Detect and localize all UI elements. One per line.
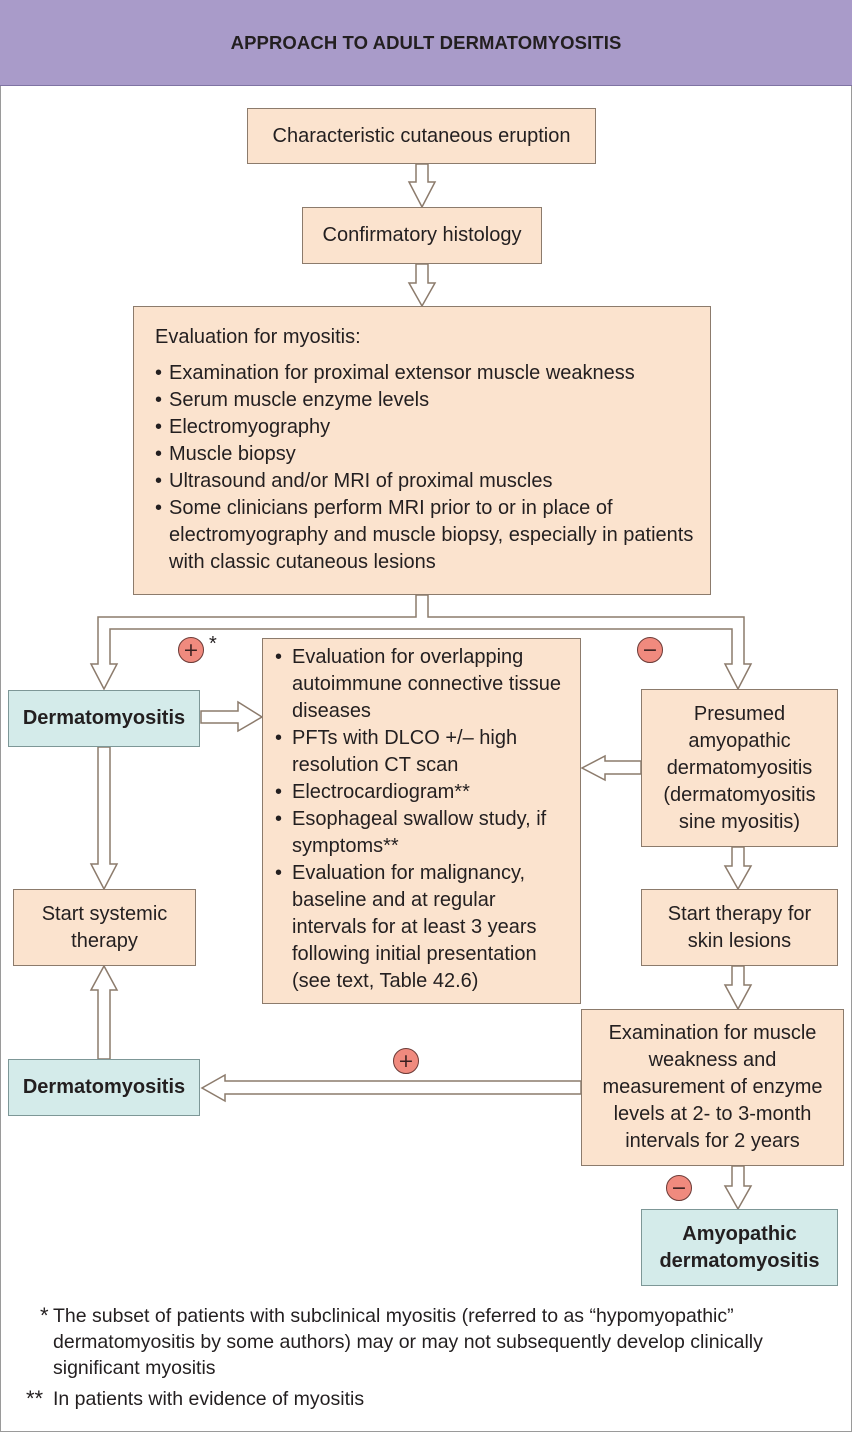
- footnote-1-text: The subset of patients with subclinical …: [53, 1305, 763, 1379]
- node-cutaneous-eruption: Characteristic cutaneous eruption: [247, 108, 596, 164]
- workup-item: Electrocardiogram**: [275, 779, 570, 806]
- node-evaluation-myositis: Evaluation for myositis: Examination for…: [133, 306, 711, 595]
- node-presumed-amyopathic-text: Presumed amyopathic dermatomyositis (der…: [663, 702, 816, 833]
- workup-item: Esophageal swallow study, if symptoms**: [275, 806, 570, 860]
- figure-title: APPROACH TO ADULT DERMATOMYOSITIS: [230, 32, 622, 53]
- node-dermatomyositis-top-text: Dermatomyositis: [22, 707, 186, 729]
- evaluation-item: Ultrasound and/or MRI of proximal muscle…: [155, 468, 696, 495]
- evaluation-item: Some clinicians perform MRI prior to or …: [155, 495, 696, 576]
- arrow-dm-to-workup: [200, 700, 264, 733]
- node-exam-muscle-weakness-text: Examination for muscle weakness and meas…: [602, 1022, 823, 1152]
- arrow-presumed-to-skin: [723, 846, 753, 891]
- negative-badge: −: [666, 1175, 692, 1201]
- node-start-systemic-therapy: Start systemic therapy: [13, 889, 196, 966]
- node-start-systemic-therapy-text: Start systemic therapy: [41, 902, 168, 952]
- node-confirmatory-histology-text: Confirmatory histology: [322, 224, 522, 246]
- node-start-skin-therapy: Start therapy for skin lesions: [641, 889, 838, 966]
- footnote-2-text: In patients with evidence of myositis: [53, 1388, 365, 1410]
- footnote-2-marker: **: [26, 1386, 44, 1411]
- node-dermatomyositis-bottom: Dermatomyositis: [8, 1059, 200, 1116]
- arrow-histology-to-evaluation: [407, 263, 437, 308]
- arrow-exam-to-dm: [200, 1073, 582, 1103]
- node-presumed-amyopathic: Presumed amyopathic dermatomyositis (der…: [641, 689, 838, 847]
- workup-item: Evaluation for overlapping autoimmune co…: [275, 644, 570, 725]
- arrow-cutaneous-to-histology: [407, 163, 437, 209]
- subclinical-footnote-marker: *: [209, 633, 217, 655]
- node-workup: Evaluation for overlapping autoimmune co…: [262, 638, 581, 1004]
- node-confirmatory-histology: Confirmatory histology: [302, 207, 542, 264]
- evaluation-list: Examination for proximal extensor muscle…: [155, 360, 696, 576]
- evaluation-item: Examination for proximal extensor muscle…: [155, 360, 696, 387]
- arrow-dm-to-systemic-up: [89, 964, 119, 1060]
- evaluation-item: Serum muscle enzyme levels: [155, 387, 696, 414]
- evaluation-heading: Evaluation for myositis:: [155, 326, 361, 348]
- evaluation-item: Electromyography: [155, 414, 696, 441]
- node-exam-muscle-weakness: Examination for muscle weakness and meas…: [581, 1009, 844, 1166]
- arrow-evaluation-split: [89, 594, 753, 691]
- node-dermatomyositis-bottom-text: Dermatomyositis: [22, 1076, 186, 1098]
- footnote-1-marker: *: [40, 1303, 49, 1328]
- arrow-dm-to-systemic: [89, 746, 119, 891]
- arrow-exam-to-amyopathic: [723, 1165, 753, 1211]
- workup-list: Evaluation for overlapping autoimmune co…: [273, 644, 570, 995]
- node-cutaneous-eruption-text: Characteristic cutaneous eruption: [272, 124, 571, 147]
- node-dermatomyositis-top: Dermatomyositis: [8, 690, 200, 747]
- negative-badge: −: [637, 637, 663, 663]
- title-banner: APPROACH TO ADULT DERMATOMYOSITIS: [0, 0, 852, 86]
- arrow-skin-to-exam: [723, 965, 753, 1011]
- node-amyopathic-dermatomyositis-text: Amyopathic dermatomyositis: [659, 1222, 820, 1272]
- evaluation-item: Muscle biopsy: [155, 441, 696, 468]
- positive-badge: +: [178, 637, 204, 663]
- node-start-skin-therapy-text: Start therapy for skin lesions: [667, 902, 812, 952]
- arrow-presumed-to-workup: [580, 754, 642, 782]
- node-amyopathic-dermatomyositis: Amyopathic dermatomyositis: [641, 1209, 838, 1286]
- workup-item: PFTs with DLCO +/– high resolution CT sc…: [275, 725, 570, 779]
- workup-item: Evaluation for malignancy, baseline and …: [275, 860, 570, 995]
- positive-badge: +: [393, 1048, 419, 1074]
